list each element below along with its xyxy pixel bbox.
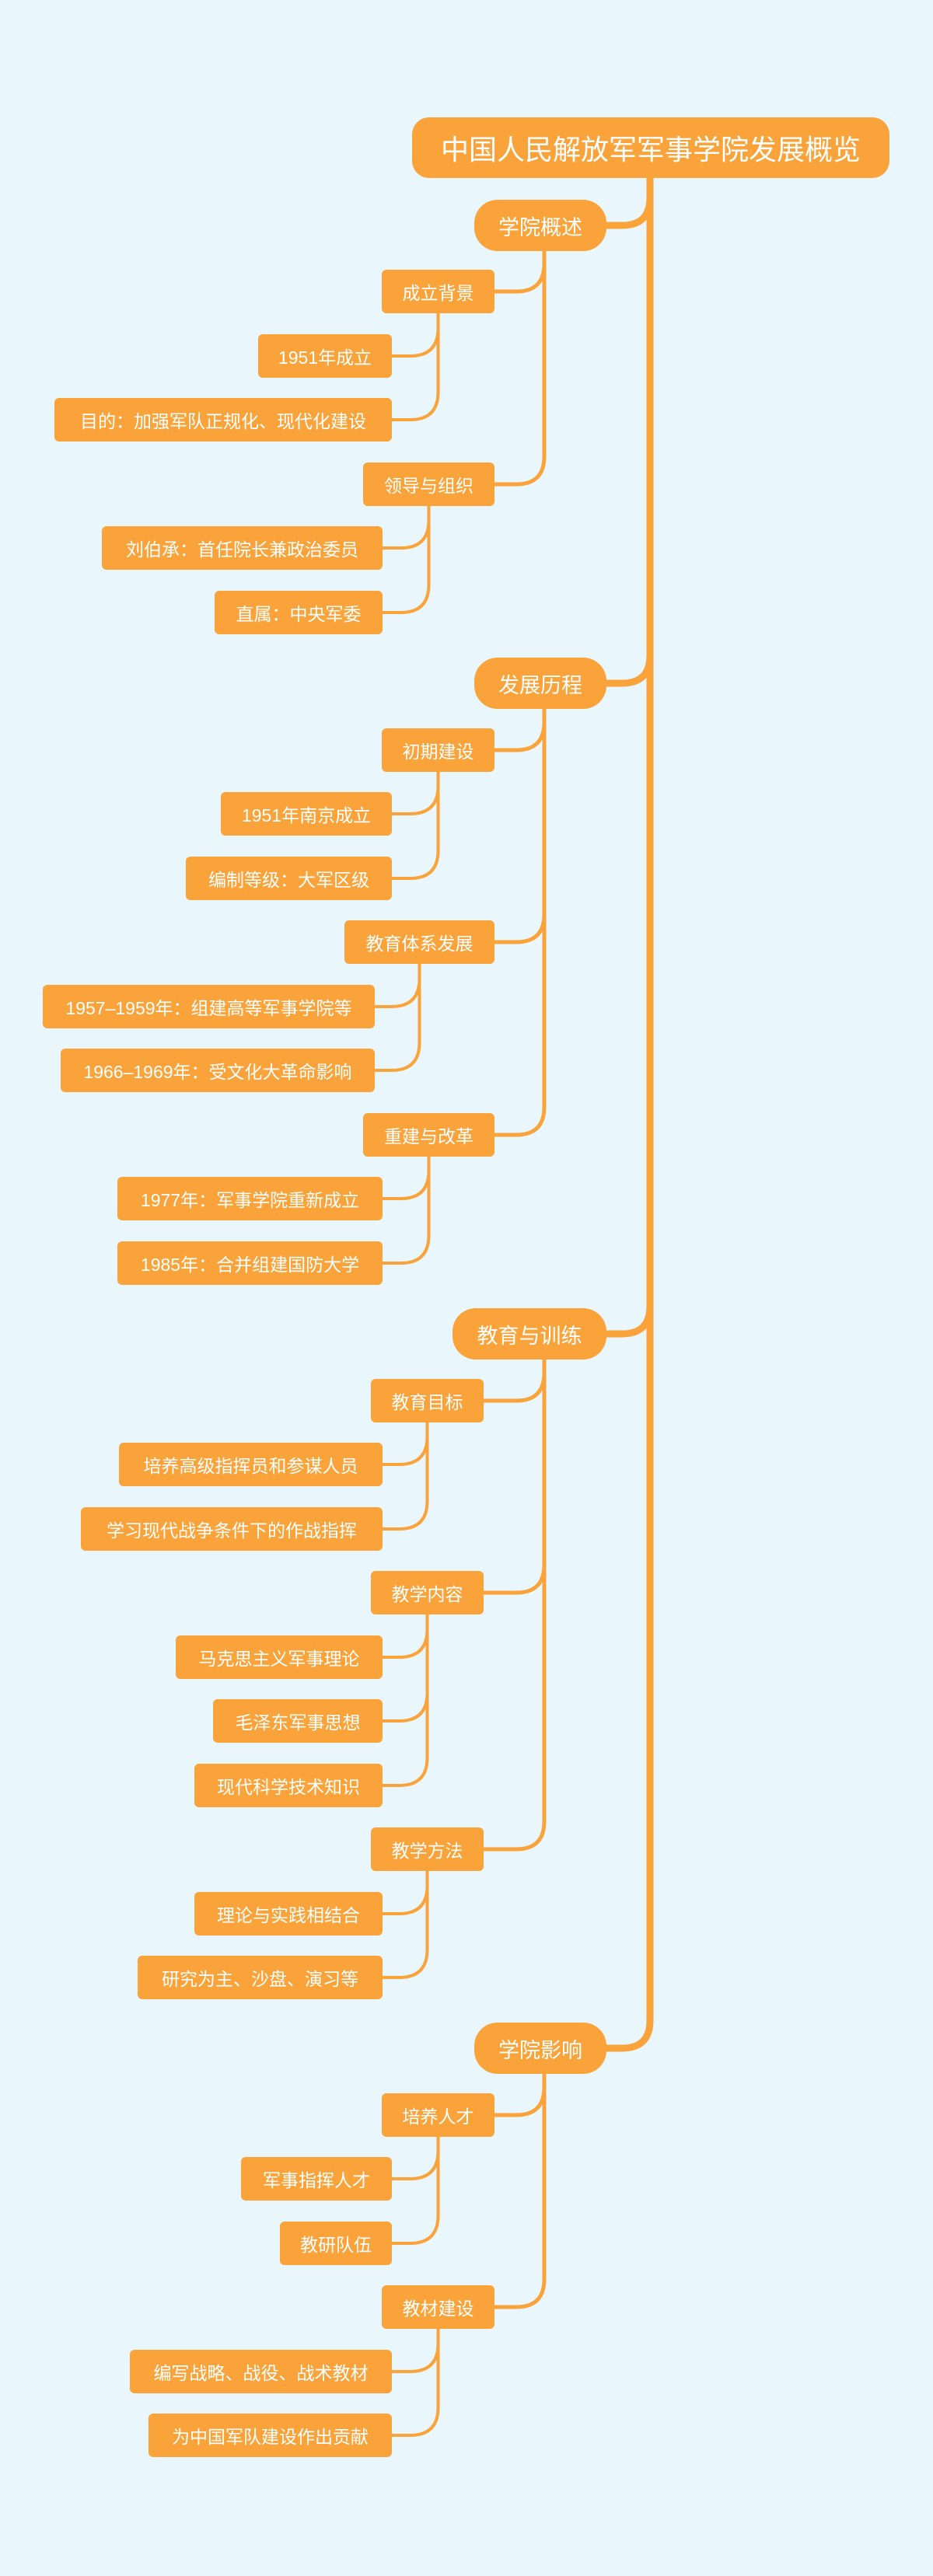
- connector-line: [481, 1353, 547, 1403]
- leaf-topic[interactable]: 编制等级：大军区级: [186, 857, 392, 900]
- leaf-topic[interactable]: 1985年：合并组建国防大学: [117, 1241, 383, 1285]
- connector-line: [381, 1608, 429, 1659]
- leaf-topic[interactable]: 1957–1959年：组建高等军事学院等: [43, 985, 375, 1028]
- subtopic[interactable]: 重建与改革: [363, 1113, 494, 1157]
- connector-line: [381, 1150, 431, 1200]
- leaf-topic[interactable]: 毛泽东军事思想: [213, 1699, 383, 1743]
- connector-line: [390, 766, 440, 880]
- connector-line: [481, 1353, 547, 1595]
- branch-topic[interactable]: 教育与训练: [453, 1308, 606, 1360]
- leaf-topic[interactable]: 马克思主义军事理论: [176, 1635, 383, 1679]
- leaf-topic[interactable]: 1951年成立: [258, 334, 392, 378]
- connector-line: [603, 169, 654, 229]
- connector-line: [492, 244, 547, 294]
- connector-line: [381, 1608, 429, 1787]
- subtopic[interactable]: 成立背景: [382, 270, 494, 313]
- leaf-topic[interactable]: 直属：中央军委: [215, 591, 383, 634]
- leaf-topic[interactable]: 刘伯承：首任院长兼政治委员: [102, 526, 383, 570]
- connector-line: [390, 2131, 440, 2245]
- subtopic[interactable]: 教育目标: [371, 1379, 484, 1422]
- branch-topic[interactable]: 发展历程: [474, 658, 606, 709]
- connector-line: [373, 958, 421, 1008]
- connector-line: [381, 500, 431, 550]
- leaf-topic[interactable]: 1977年：军事学院重新成立: [117, 1177, 383, 1220]
- subtopic[interactable]: 教学方法: [371, 1827, 484, 1871]
- connector-line: [492, 702, 547, 752]
- root-topic[interactable]: 中国人民解放军军事学院发展概览: [412, 117, 889, 178]
- connector-line: [492, 2067, 547, 2117]
- subtopic[interactable]: 初期建设: [382, 728, 494, 772]
- connector-line: [381, 1865, 429, 1915]
- connector-line: [381, 1416, 429, 1466]
- connector-line: [381, 1865, 429, 1979]
- leaf-topic[interactable]: 为中国军队建设作出贡献: [149, 2414, 392, 2457]
- connector-line: [390, 2323, 440, 2373]
- leaf-topic[interactable]: 学习现代战争条件下的作战指挥: [81, 1507, 383, 1551]
- connector-line: [492, 2067, 547, 2309]
- subtopic[interactable]: 教材建设: [382, 2285, 494, 2329]
- connector-line: [603, 169, 654, 2052]
- subtopic[interactable]: 领导与组织: [363, 462, 494, 506]
- connector-line: [381, 500, 431, 614]
- branch-topic[interactable]: 学院影响: [474, 2023, 606, 2074]
- connector-line: [390, 307, 440, 421]
- leaf-topic[interactable]: 军事指挥人才: [241, 2157, 392, 2201]
- leaf-topic[interactable]: 理论与实践相结合: [194, 1892, 383, 1935]
- leaf-topic[interactable]: 1951年南京成立: [221, 792, 392, 836]
- connector-line: [381, 1416, 429, 1531]
- connector-line: [603, 169, 654, 1338]
- connector-line: [492, 702, 547, 1137]
- connector-line: [373, 958, 421, 1072]
- leaf-topic[interactable]: 研究为主、沙盘、演习等: [138, 1956, 383, 1999]
- subtopic[interactable]: 教学内容: [371, 1571, 484, 1614]
- leaf-topic[interactable]: 目的：加强军队正规化、现代化建设: [54, 398, 392, 442]
- leaf-topic[interactable]: 编写战略、战役、战术教材: [130, 2350, 392, 2393]
- branch-topic[interactable]: 学院概述: [474, 200, 606, 251]
- subtopic[interactable]: 培养人才: [382, 2093, 494, 2137]
- connector-line: [603, 169, 654, 687]
- leaf-topic[interactable]: 培养高级指挥员和参谋人员: [119, 1443, 383, 1486]
- connector-line: [390, 766, 440, 815]
- leaf-topic[interactable]: 1966–1969年：受文化大革命影响: [61, 1049, 375, 1092]
- connector-line: [381, 1608, 429, 1723]
- leaf-topic[interactable]: 教研队伍: [280, 2222, 392, 2265]
- connector-line: [390, 2323, 440, 2437]
- subtopic[interactable]: 教育体系发展: [344, 920, 494, 964]
- connector-line: [390, 307, 440, 358]
- connector-line: [381, 1150, 431, 1265]
- connector-line: [492, 702, 547, 944]
- connector-line: [390, 2131, 440, 2180]
- connector-line: [492, 244, 547, 487]
- leaf-topic[interactable]: 现代科学技术知识: [194, 1764, 383, 1807]
- connector-line: [481, 1353, 547, 1852]
